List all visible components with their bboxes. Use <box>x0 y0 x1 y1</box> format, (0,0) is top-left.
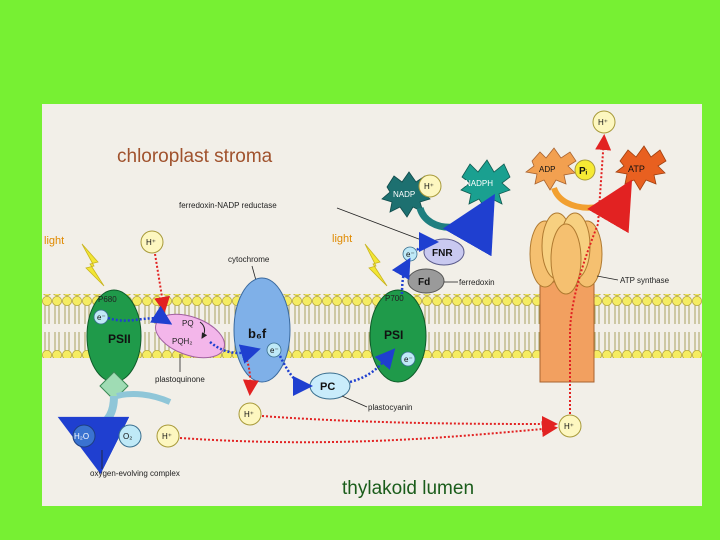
cytochrome-label: cytochrome <box>228 255 270 264</box>
atp-burst <box>615 145 667 191</box>
photosynthesis-diagram: chloroplast stroma thylakoid lumen light… <box>42 104 702 506</box>
pi-molecule <box>574 159 596 181</box>
fd-label: Fd <box>418 277 430 288</box>
light-label-right: light <box>332 233 352 245</box>
plastoquinone-label: plastoquinone <box>155 375 205 384</box>
h-plus-lumen-1 <box>238 402 262 426</box>
h2o-molecule <box>72 424 96 448</box>
proton-path-atp <box>569 134 612 414</box>
atp-synthase-head <box>529 212 603 295</box>
nadph-label: NADPH <box>465 179 493 188</box>
fnr-name-label: ferredoxin-NADP reductase <box>179 201 277 210</box>
h-plus-lumen-2-label: H⁺ <box>564 422 574 431</box>
stroma-title: chloroplast stroma <box>117 146 273 167</box>
h-plus-lumen-1-label: H⁺ <box>244 410 254 419</box>
nadp-burst <box>381 171 432 218</box>
nadph-formation-arrow <box>416 193 495 257</box>
psii-label: PSII <box>108 332 131 346</box>
electron-b6f-label: e⁻ <box>270 346 279 355</box>
electron-path-4 <box>349 348 396 384</box>
adp-burst <box>525 147 577 191</box>
electron-psi-label: e⁻ <box>404 355 413 364</box>
nadp-label: NADP <box>393 190 415 199</box>
oxygen-release-arrow <box>116 391 172 405</box>
proton-path-2 <box>241 348 259 396</box>
atp-label: ATP <box>628 164 645 174</box>
h-plus-lumen-2 <box>558 414 582 438</box>
pc-label: PC <box>320 381 335 393</box>
electron-path-6 <box>416 232 439 253</box>
pqh2-label: PQH₂ <box>172 337 192 346</box>
h2o-label: H₂O <box>74 432 89 441</box>
h-plus-nadp-label: H⁺ <box>424 182 434 191</box>
atp-synthase-label: ATP synthase <box>620 276 670 285</box>
electron-path-2 <box>209 341 261 364</box>
ferredoxin-protein <box>407 268 445 294</box>
h-plus-stroma-1-label: H⁺ <box>146 238 156 247</box>
diagram-svg: chloroplast stroma thylakoid lumen light… <box>42 110 702 499</box>
h-plus-oec-label: H⁺ <box>162 432 172 441</box>
proton-path-3 <box>179 421 558 444</box>
plastocyanin-label: plastocyanin <box>368 403 412 412</box>
electron-psi <box>400 351 416 367</box>
lightning-icon-right <box>364 243 388 287</box>
atp-formation-arrow <box>551 179 633 234</box>
proton-path-1 <box>154 253 170 313</box>
electron-path-1 <box>107 305 173 325</box>
h-plus-oec <box>156 424 180 448</box>
oxygen-evolving-complex-label: oxygen-evolving complex <box>90 469 180 478</box>
h-plus-stroma-1 <box>140 230 164 254</box>
electron-psii-label: e⁻ <box>97 313 106 322</box>
electron-b6f <box>266 342 282 358</box>
electron-path-3 <box>278 355 313 396</box>
h-plus-stroma-2-label: H⁺ <box>598 118 608 127</box>
psii-p680-label: P680 <box>98 295 117 304</box>
b6f-label: b₆f <box>248 326 267 341</box>
atp-synthase-stalk <box>539 281 595 383</box>
h-plus-stroma-2 <box>592 110 616 134</box>
fnr-label: FNR <box>432 248 453 259</box>
adp-label: ADP <box>539 165 555 174</box>
h-plus-nadp <box>418 174 442 198</box>
psi-label: PSI <box>384 328 403 342</box>
electron-path-5 <box>391 257 411 295</box>
lumen-title: thylakoid lumen <box>342 478 474 499</box>
ferredoxin-label: ferredoxin <box>459 278 495 287</box>
proton-path-4 <box>261 415 558 432</box>
psi-p700-label: P700 <box>385 294 404 303</box>
electron-psii <box>93 309 109 325</box>
o2-label: O₂ <box>123 432 132 441</box>
pi-label: Pᵢ <box>579 166 588 177</box>
pq-label: PQ <box>182 319 194 328</box>
o2-molecule <box>118 424 142 448</box>
electron-fd-label: e⁻ <box>406 250 415 259</box>
light-label-left: light <box>44 235 64 247</box>
water-split-arrow <box>57 395 130 475</box>
lightning-icon <box>81 243 105 287</box>
